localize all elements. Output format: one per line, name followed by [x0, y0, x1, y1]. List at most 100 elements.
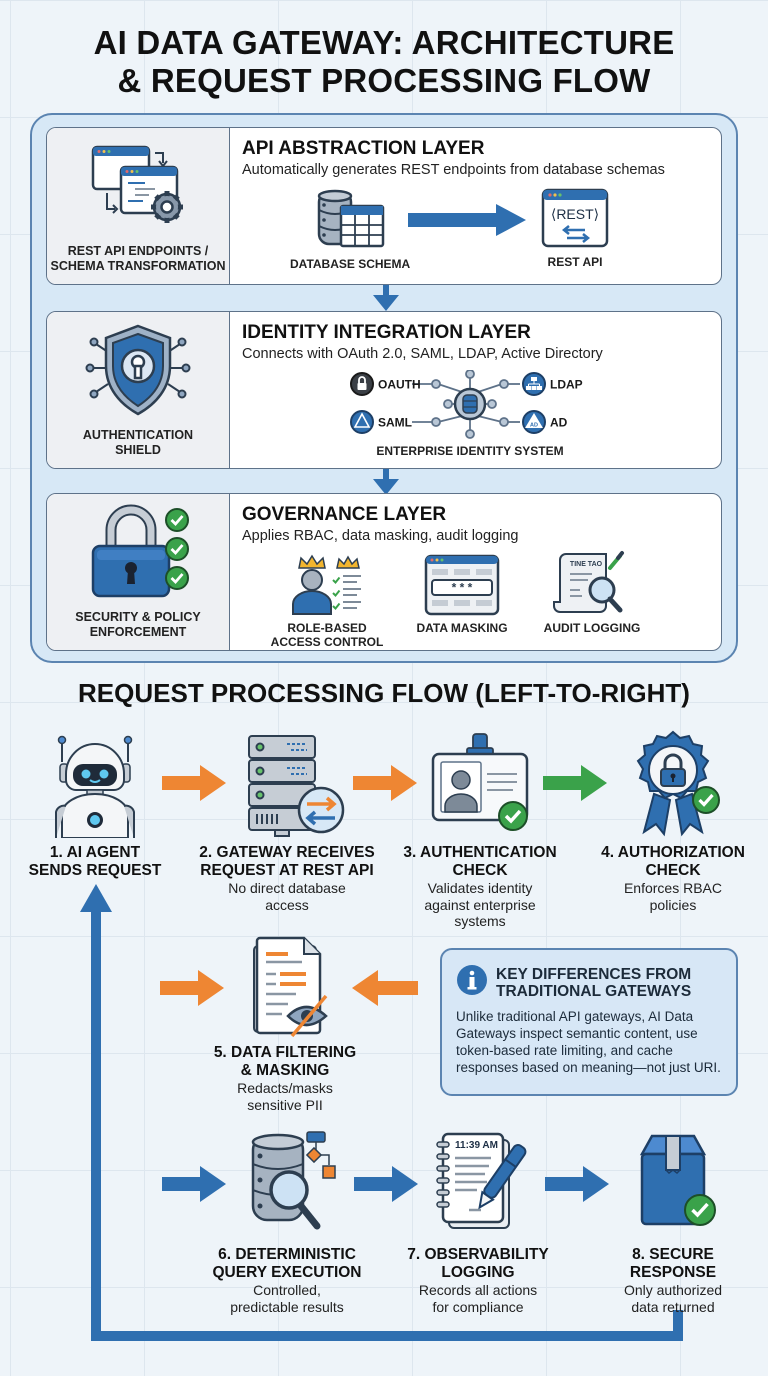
architecture-panel: REST API ENDPOINTS / SCHEMA TRANSFORMATI…	[30, 113, 738, 663]
title-line: KEY DIFFERENCES FROM	[496, 966, 692, 983]
layer-title: IDENTITY INTEGRATION LAYER	[242, 322, 531, 343]
desc-line: access	[265, 896, 309, 913]
desc-line: Enforces RBAC	[623, 880, 723, 896]
title-line: 8. SECURE	[632, 1246, 714, 1263]
note-body: Unlike traditional API gateways, AI Data…	[456, 1009, 721, 1075]
label-line: ROLE-BASED	[287, 621, 367, 635]
title-line: TRADITIONAL GATEWAYS	[496, 983, 692, 1000]
desc-line: predictable results	[230, 1298, 344, 1315]
notebook-log-icon: 11:39 AM	[436, 1132, 527, 1229]
enterprise-identity-system-label: ENTERPRISE IDENTITY SYSTEM	[376, 444, 564, 458]
transform-arrow-icon	[408, 204, 526, 236]
title-line: 2. GATEWAY RECEIVES	[199, 844, 375, 861]
step-description: Redacts/masks sensitive PII	[237, 1080, 333, 1113]
layer-subtitle: Applies RBAC, data masking, audit loggin…	[242, 528, 519, 544]
security-policy-icon	[91, 504, 189, 598]
rest-api-label: REST API	[547, 255, 603, 269]
rest-api-transformation-icon	[91, 145, 183, 223]
title-line: REQUEST AT REST API	[200, 861, 374, 879]
server-icon	[248, 735, 345, 837]
doc-text: TINE TAO	[570, 561, 603, 568]
title-line: 1. AI AGENT	[49, 844, 141, 861]
step-title: 2. GATEWAY RECEIVES REQUEST AT REST API	[199, 844, 374, 879]
key-differences-note: KEY DIFFERENCES FROM TRADITIONAL GATEWAY…	[440, 948, 738, 1096]
desc-line: Redacts/masks	[237, 1080, 333, 1096]
oauth-label: OAUTH	[378, 378, 421, 392]
layer-content: IDENTITY INTEGRATION LAYER Connects with…	[230, 312, 721, 468]
title-line: RESPONSE	[629, 1263, 717, 1281]
title-line: 7. OBSERVABILITY	[407, 1246, 549, 1263]
flow-step-8: 8. SECURE RESPONSE Only authorized data …	[578, 1130, 768, 1315]
layer-title: API ABSTRACTION LAYER	[242, 138, 485, 159]
flow-step-1: 1. AI AGENT SENDS REQUEST	[0, 728, 190, 879]
flow-arrow-orange	[162, 765, 226, 801]
step-description: Enforces RBAC policies	[624, 880, 722, 913]
page-title: AI DATA GATEWAY: ARCHITECTURE & REQUEST …	[0, 24, 768, 100]
step-title: 6. DETERMINISTIC QUERY EXECUTION	[213, 1246, 362, 1281]
note-header: KEY DIFFERENCES FROM TRADITIONAL GATEWAY…	[456, 962, 726, 1000]
layer-title: GOVERNANCE LAYER	[242, 504, 447, 525]
rbac-icon	[292, 554, 361, 615]
award-lock-icon	[636, 730, 720, 837]
rbac-label: ROLE-BASED ACCESS CONTROL	[262, 621, 392, 649]
step-description: No direct database access	[228, 880, 346, 913]
flow-arrow-blue	[354, 1166, 418, 1202]
title-line: CHECK	[645, 861, 701, 879]
info-icon	[457, 965, 487, 995]
flow-arrow-blue	[545, 1166, 609, 1202]
layer-icon-panel: SECURITY & POLICY ENFORCEMENT	[47, 494, 230, 650]
title-line: 4. AUTHORIZATION	[601, 844, 745, 861]
layer-caption: REST API ENDPOINTS / SCHEMA TRANSFORMATI…	[51, 244, 226, 274]
caption-line: REST API ENDPOINTS /	[67, 244, 209, 258]
identity-hub-diagram: OAUTH SAML LDAP AD AD	[350, 370, 583, 439]
down-arrow-icon	[373, 285, 399, 311]
robot-icon	[55, 735, 135, 838]
ad-label: AD	[550, 416, 568, 430]
step-description: Only authorized data returned	[624, 1282, 722, 1315]
flow-arrow-green	[543, 765, 607, 801]
caption-line: ENFORCEMENT	[89, 625, 187, 639]
saml-label: SAML	[378, 416, 412, 430]
title-line: QUERY EXECUTION	[212, 1263, 362, 1281]
log-time: 11:39 AM	[455, 1140, 498, 1151]
title-line: 3. AUTHENTICATION	[403, 844, 557, 861]
flow-step-3: 3. AUTHENTICATION CHECK Validates identi…	[385, 728, 575, 930]
desc-line: Only authorized	[623, 1282, 723, 1298]
step-title: 8. SECURE RESPONSE	[630, 1246, 716, 1281]
desc-line: policies	[649, 896, 697, 913]
data-masking-label: DATA MASKING	[416, 621, 508, 635]
title-line: CHECK	[452, 861, 508, 879]
audit-logging-icon: TINE TAO	[553, 551, 624, 613]
layer-content: API ABSTRACTION LAYER Automatically gene…	[230, 128, 721, 284]
identity-integration-layer: AUTHENTICATION SHIELD IDENTITY INTEGRATI…	[46, 311, 722, 469]
rbac-item: ROLE-BASED ACCESS CONTROL	[262, 554, 392, 649]
note-title: KEY DIFFERENCES FROM TRADITIONAL GATEWAY…	[496, 966, 691, 1000]
desc-line: Controlled,	[253, 1282, 321, 1298]
data-masking-icon: * * *	[424, 554, 500, 616]
desc-line: for compliance	[432, 1298, 524, 1315]
flow-step-2: 2. GATEWAY RECEIVES REQUEST AT REST API …	[192, 728, 382, 913]
down-arrow-icon	[373, 469, 399, 495]
step-description: Validates identity against enterprise sy…	[424, 880, 535, 930]
database-schema-item: DATABASE SCHEMA	[290, 188, 410, 271]
layer-caption: AUTHENTICATION SHIELD	[83, 428, 193, 458]
title-line: LOGGING	[441, 1263, 515, 1281]
ad-badge-text: AD	[530, 423, 538, 429]
desc-line: Validates identity	[427, 880, 533, 896]
flow-step-4: 4. AUTHORIZATION CHECK Enforces RBAC pol…	[578, 728, 768, 913]
layer-icon-panel: REST API ENDPOINTS / SCHEMA TRANSFORMATI…	[47, 128, 230, 284]
database-search-icon	[251, 1131, 336, 1230]
authentication-shield-icon	[85, 324, 191, 416]
step-title: 7. OBSERVABILITY LOGGING	[407, 1246, 549, 1281]
data-masking-item: * * * DATA MASKING	[402, 554, 522, 635]
caption-line: SHIELD	[115, 443, 161, 457]
api-abstraction-layer: REST API ENDPOINTS / SCHEMA TRANSFORMATI…	[46, 127, 722, 285]
flow-arrow-orange	[160, 970, 224, 1006]
flow-step-5: 5. DATA FILTERING & MASKING Redacts/mask…	[190, 932, 380, 1113]
flow-arrow-orange-left	[352, 970, 418, 1006]
caption-line: AUTHENTICATION	[82, 428, 194, 442]
audit-logging-label: AUDIT LOGGING	[543, 621, 641, 635]
title-line: 5. DATA FILTERING	[213, 1044, 357, 1061]
step-description: Records all actions for compliance	[419, 1282, 537, 1315]
layer-caption: SECURITY & POLICY ENFORCEMENT	[75, 610, 200, 640]
